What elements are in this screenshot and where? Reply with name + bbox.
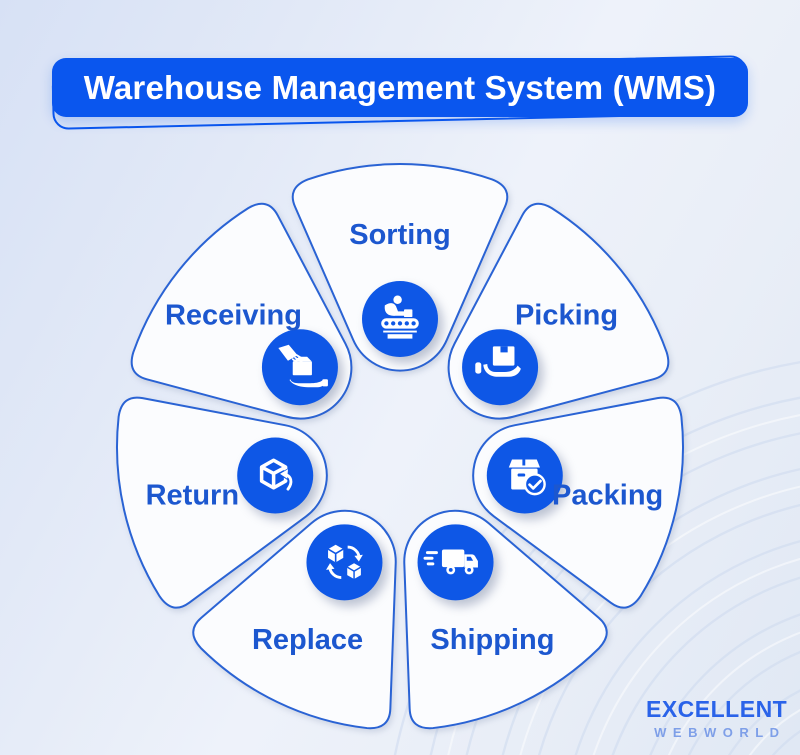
segment-icon-circle: [462, 329, 539, 406]
hand-receiving-box-icon: [278, 344, 328, 388]
segment-receiving: Receiving: [130, 202, 353, 420]
segment-label: Receiving: [165, 299, 302, 331]
segment-packing: Packing: [472, 396, 684, 609]
segment-sorting: Sorting: [291, 163, 509, 372]
segment-label: Picking: [515, 299, 618, 331]
segment-icon-circle: [306, 524, 383, 601]
brand-logo-line1: EXCELLENT: [646, 696, 788, 722]
segment-shipping: Shipping: [403, 509, 608, 730]
hand-holding-box-icon: [475, 346, 521, 377]
segment-picking: Picking: [447, 202, 670, 420]
conveyor-sorter-icon: [381, 295, 419, 339]
segment-label: Replace: [252, 624, 363, 656]
segment-return: Return: [116, 396, 328, 609]
segment-label: Shipping: [430, 624, 554, 656]
segment-label: Packing: [552, 480, 663, 512]
segment-replace: Replace: [192, 509, 397, 730]
segment-wedge: [291, 163, 509, 372]
title-banner: Warehouse Management System (WMS): [51, 55, 748, 130]
brand-logo-line2: WEBWORLD: [654, 725, 786, 740]
page-title: Warehouse Management System (WMS): [83, 68, 717, 106]
segment-label: Sorting: [349, 219, 451, 251]
sealed-box-check-icon: [508, 459, 546, 496]
segment-label: Return: [146, 480, 239, 512]
delivery-truck-icon: [423, 549, 478, 575]
title-banner-pill: Warehouse Management System (WMS): [52, 58, 748, 117]
box-return-arrow-icon: [259, 458, 294, 491]
swap-boxes-icon: [326, 544, 363, 580]
brand-logo: EXCELLENT WEBWORLD: [646, 696, 787, 740]
